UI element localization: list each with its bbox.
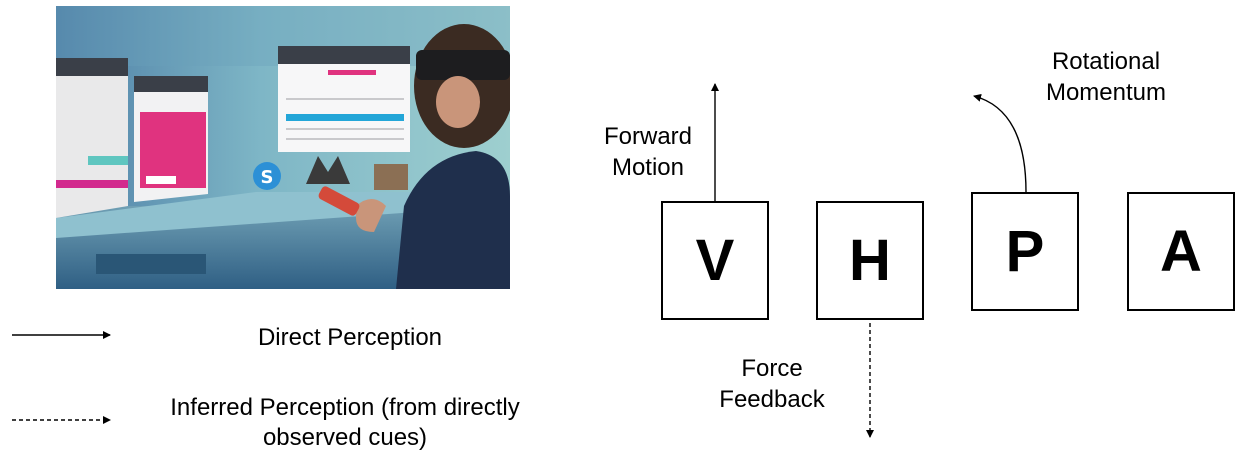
legend-direct-label: Direct Perception [257, 324, 443, 351]
skype-badge-text: S [261, 167, 274, 188]
force-feedback-label: Force Feedback [719, 355, 825, 413]
box-a: A [1127, 192, 1235, 311]
vr-headset-photo: S [56, 6, 510, 289]
box-p: P [971, 192, 1079, 311]
vr-scene-illustration: S [56, 6, 510, 289]
box-v: V [661, 201, 769, 320]
legend-inferred-label: Inferred Perception (from directly obser… [170, 394, 520, 451]
skype-icon [253, 162, 281, 190]
rotational-momentum-arrow [973, 93, 1027, 193]
rotational-momentum-label: Rotational Momentum [1045, 48, 1167, 106]
box-h: H [816, 201, 924, 320]
forward-motion-label: Forward Motion [603, 123, 693, 181]
